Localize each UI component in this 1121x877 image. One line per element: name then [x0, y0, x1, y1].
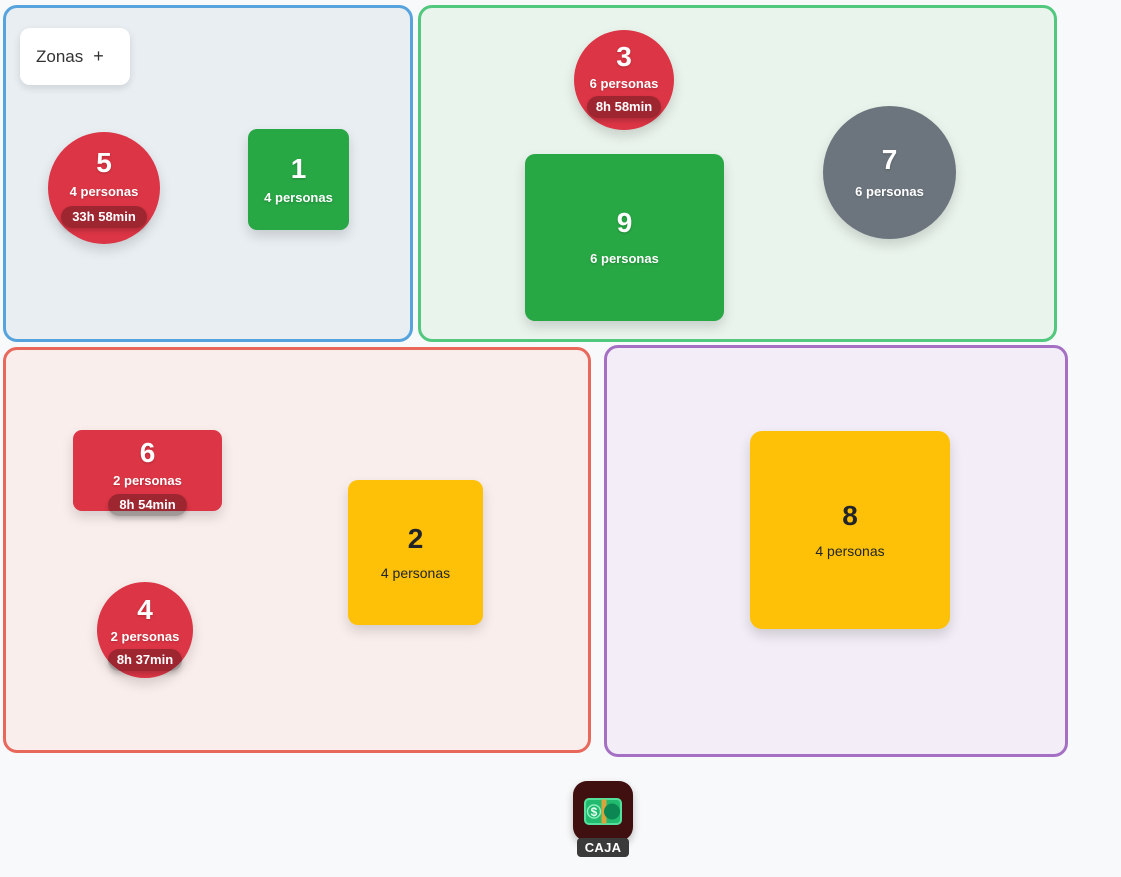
table-number: 4: [137, 594, 153, 626]
table-8[interactable]: 8 4 personas: [750, 431, 950, 629]
table-number: 1: [290, 152, 307, 184]
table-capacity: 6 personas: [855, 184, 924, 200]
table-capacity: 4 personas: [264, 189, 333, 205]
table-1[interactable]: 1 4 personas: [248, 129, 349, 230]
table-5[interactable]: 5 4 personas 33h 58min: [48, 132, 160, 244]
table-number: 5: [96, 147, 112, 179]
table-number: 3: [616, 41, 632, 73]
table-timer-badge: 8h 58min: [586, 96, 662, 118]
money-bill-icon: $: [584, 797, 622, 825]
table-9[interactable]: 9 6 personas: [525, 154, 724, 321]
zones-panel[interactable]: Zonas +: [20, 28, 130, 85]
table-timer-badge: 8h 54min: [108, 494, 187, 516]
caja-button[interactable]: $ CAJA: [573, 781, 633, 857]
zones-title: Zonas: [36, 46, 84, 66]
caja-icon-box: $: [573, 781, 633, 841]
table-number: 2: [407, 522, 424, 554]
zone-2: 3 6 personas 8h 58min 9 6 personas 7 6 p…: [418, 5, 1057, 342]
zone-4: 8 4 personas: [604, 345, 1068, 757]
table-capacity: 4 personas: [380, 564, 451, 581]
caja-label: CAJA: [576, 838, 630, 857]
table-6[interactable]: 6 2 personas 8h 54min: [73, 430, 222, 516]
zone-3: 6 2 personas 8h 54min 4 2 personas 8h 37…: [3, 347, 591, 753]
table-7[interactable]: 7 6 personas: [823, 106, 956, 239]
table-capacity: 2 personas: [113, 472, 182, 488]
add-zone-icon[interactable]: +: [93, 46, 104, 66]
table-3[interactable]: 3 6 personas 8h 58min: [574, 30, 674, 130]
table-4[interactable]: 4 2 personas 8h 37min: [97, 582, 193, 678]
table-number: 7: [881, 144, 898, 176]
table-number: 8: [842, 499, 858, 531]
table-capacity: 4 personas: [69, 183, 139, 199]
zone-1: Zonas + 5 4 personas 33h 58min 1 4 perso…: [3, 5, 413, 342]
table-capacity: 6 personas: [589, 75, 659, 91]
table-timer-badge: 33h 58min: [61, 206, 147, 228]
table-capacity: 2 personas: [110, 628, 180, 644]
table-2[interactable]: 2 4 personas: [348, 480, 483, 625]
table-capacity: 6 personas: [590, 251, 659, 267]
table-capacity: 4 personas: [815, 542, 885, 559]
table-number: 6: [139, 437, 156, 469]
table-timer-badge: 8h 37min: [107, 649, 183, 671]
table-number: 9: [616, 207, 633, 239]
svg-text:$: $: [591, 805, 598, 819]
